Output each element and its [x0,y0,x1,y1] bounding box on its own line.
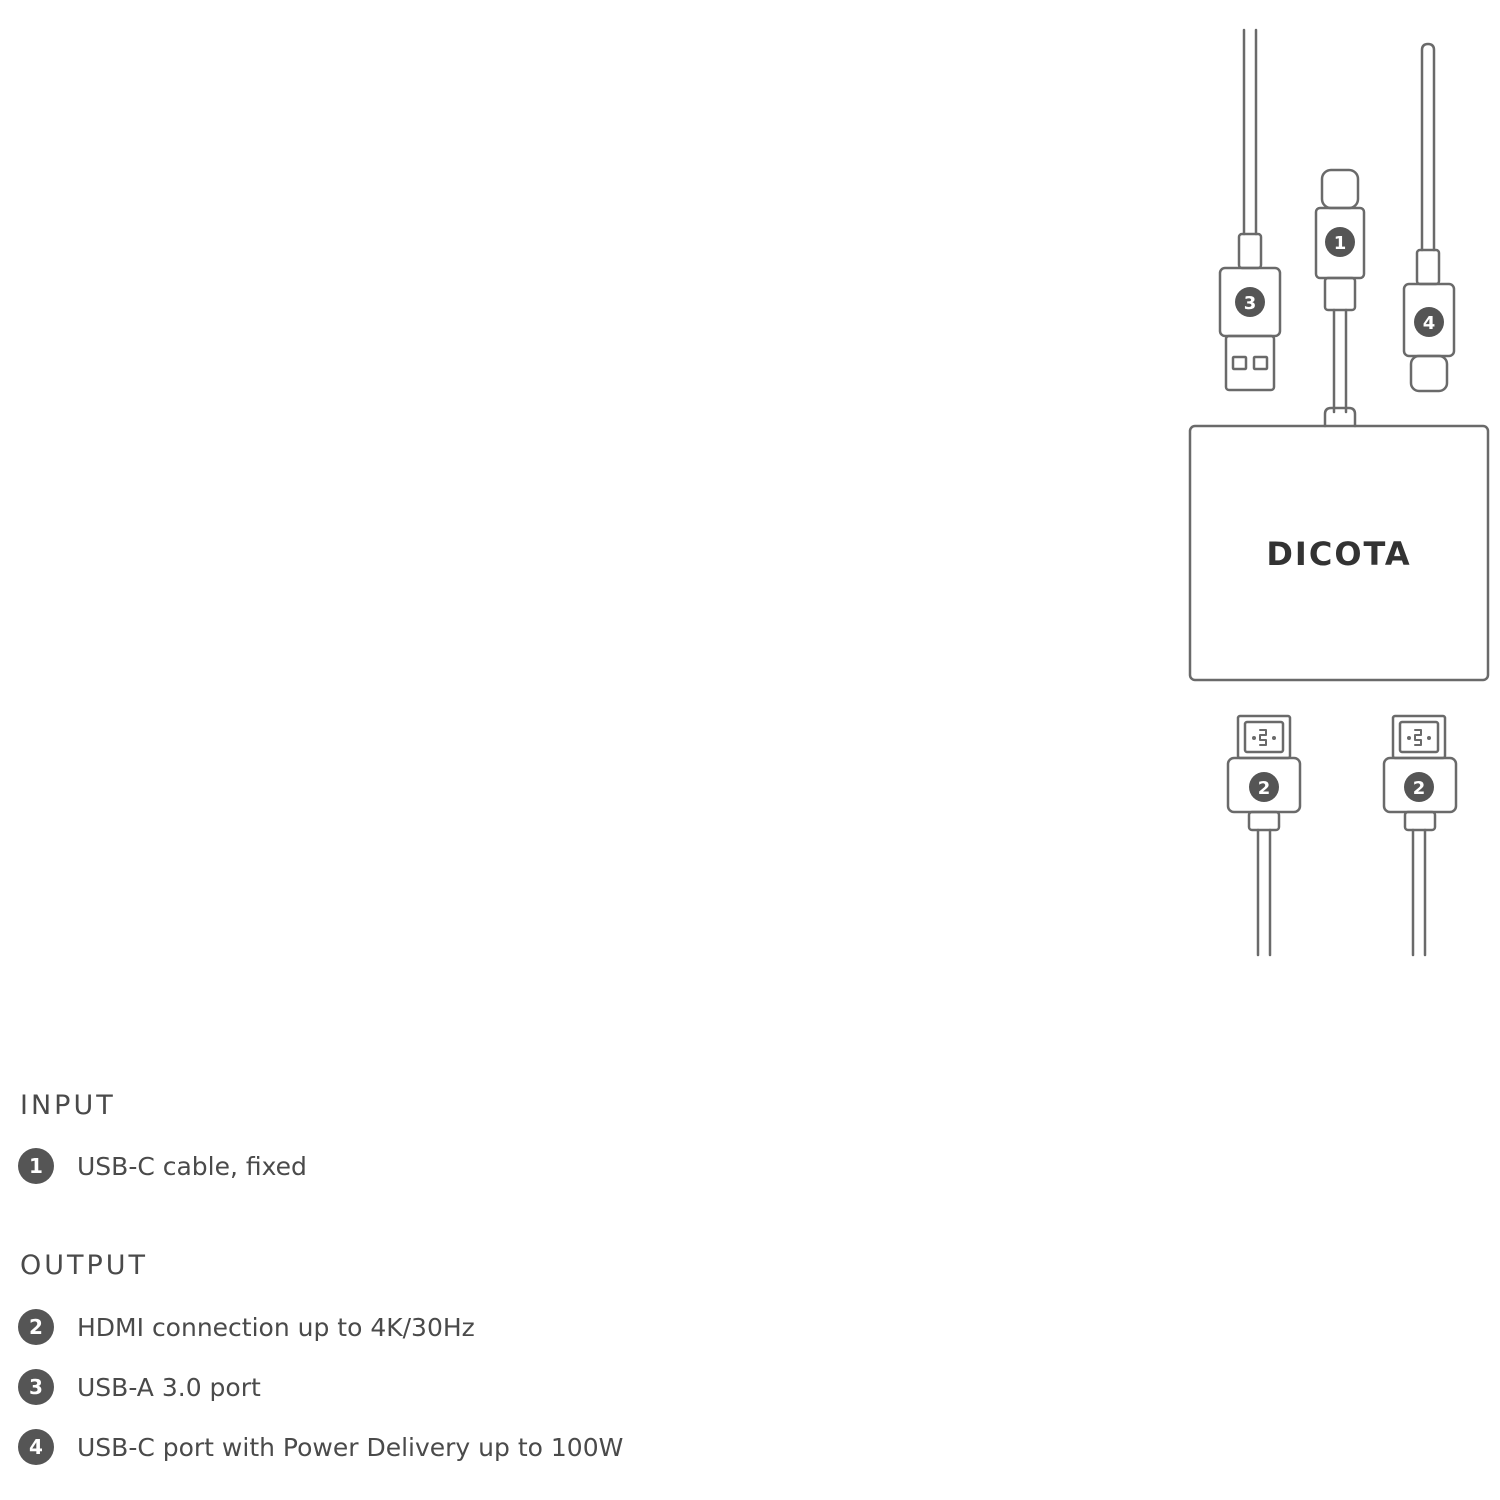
number-badge: 3 [18,1369,54,1405]
hub-body [1188,424,1490,682]
hdmi-connector-right [1382,714,1458,957]
output-heading: OUTPUT [20,1250,149,1281]
number-badge: 4 [18,1429,54,1465]
legend-item-label: USB-A 3.0 port [77,1372,261,1402]
badge-4-on-usb-c-pd: 4 [1414,307,1444,337]
number-badge: 1 [18,1148,54,1184]
hdmi-connector-left [1226,714,1302,957]
usb-c-input-connector [1314,168,1366,428]
badge-2-on-hdmi-left: 2 [1249,772,1279,802]
dicota-logo: DICOTA [1266,535,1411,573]
legend-item-label: USB-C cable, fixed [77,1151,307,1181]
legend-item-label: USB-C port with Power Delivery up to 100… [77,1432,624,1462]
badge-1-on-usb-c: 1 [1325,227,1355,257]
svg-text:2: 2 [1258,778,1271,799]
legend-item-output-2: 2 HDMI connection up to 4K/30Hz [18,1307,475,1347]
legend-item-output-4: 4 USB-C port with Power Delivery up to 1… [18,1427,623,1467]
usb-a-connector [1218,28,1282,392]
badge-3-on-usb-a: 3 [1235,287,1265,317]
input-heading: INPUT [20,1090,116,1121]
svg-text:1: 1 [1334,233,1347,254]
svg-text:3: 3 [1244,293,1257,314]
legend-item-output-3: 3 USB-A 3.0 port [18,1367,261,1407]
usb-c-pd-connector [1402,42,1456,393]
legend-item-input-1: 1 USB-C cable, fixed [18,1146,307,1186]
number-badge: 2 [18,1309,54,1345]
svg-text:4: 4 [1423,313,1436,334]
badge-2-on-hdmi-right: 2 [1404,772,1434,802]
svg-text:2: 2 [1413,778,1426,799]
legend-item-label: HDMI connection up to 4K/30Hz [77,1312,475,1342]
